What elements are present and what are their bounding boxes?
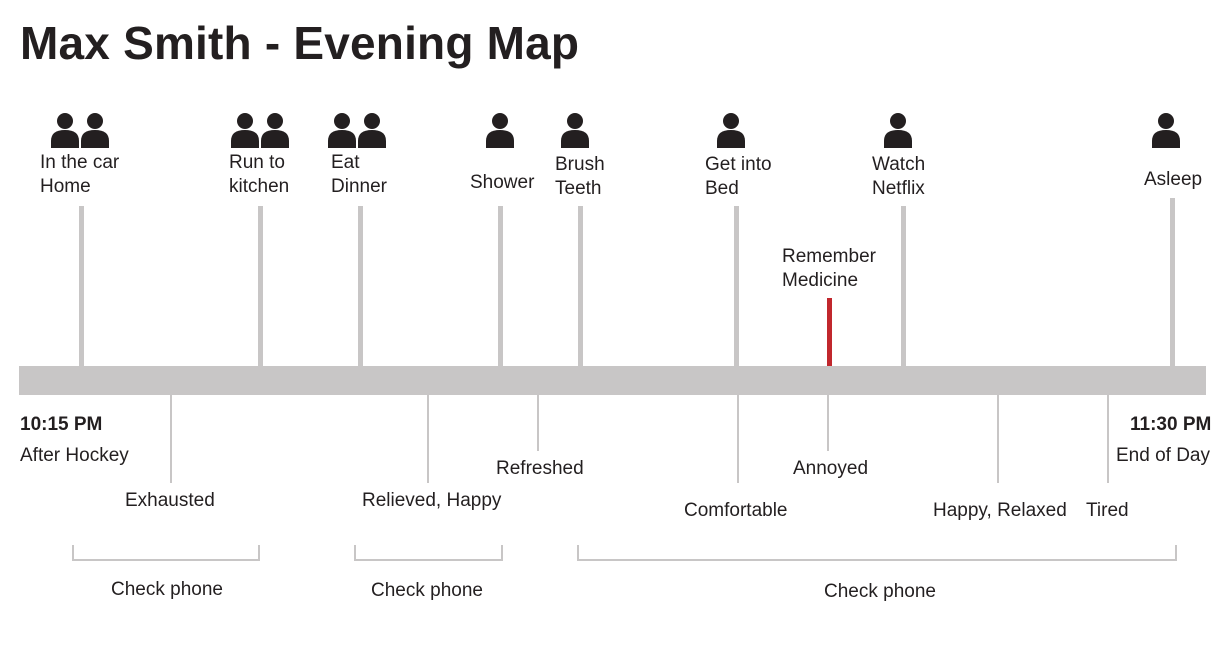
event-stem-run-kitchen [258,206,263,366]
emotion-stem-refreshed [537,395,539,451]
event-label-shower: Shower [470,172,535,193]
event-stem-remember-medicine [827,298,832,366]
emotion-label-annoyed: Annoyed [793,458,869,479]
phone-check-bracket [577,545,1177,561]
page-title: Max Smith - Evening Map [20,17,580,69]
emotion-stem-happy-relaxed [997,395,999,483]
event-stem-asleep [1170,198,1175,366]
end-caption: End of Day [1116,445,1210,466]
emotion-stem-exhausted [170,395,172,483]
start-caption: After Hockey [20,445,129,466]
start-time: 10:15 PM [20,414,103,435]
end-time: 11:30 PM [1130,414,1212,435]
emotion-stem-relieved-happy [427,395,429,483]
emotion-label-relieved-happy: Relieved, Happy [362,490,502,511]
event-label-asleep: Asleep [1144,169,1203,190]
person-icon [358,113,386,148]
event-stem-brush-teeth [578,206,583,366]
phone-check-label: Check phone [371,580,483,601]
person-icon [884,113,912,148]
phone-check-bracket [354,545,503,561]
person-icon [231,113,259,148]
emotion-label-exhausted: Exhausted [125,490,215,511]
person-icon [328,113,356,148]
event-stem-shower [498,206,503,366]
person-icon [561,113,589,148]
person-icon [81,113,109,148]
person-icon [51,113,79,148]
phone-check-bracket [72,545,260,561]
person-icon [486,113,514,148]
emotion-label-happy-relaxed: Happy, Relaxed [933,500,1067,521]
emotion-label-refreshed: Refreshed [496,458,584,479]
phone-check-label: Check phone [824,581,936,602]
event-stem-eat-dinner [358,206,363,366]
emotion-stem-annoyed [827,395,829,451]
event-stem-get-into-bed [734,206,739,366]
person-icon [717,113,745,148]
phone-check-label: Check phone [111,579,223,600]
event-stem-watch-netflix [901,206,906,366]
person-icon [1152,113,1180,148]
emotion-label-comfortable: Comfortable [684,500,788,521]
emotion-stem-tired [1107,395,1109,483]
emotion-stem-comfortable [737,395,739,483]
emotion-label-tired: Tired [1086,500,1129,521]
timeline-bar [19,366,1206,395]
person-icon [261,113,289,148]
event-stem-car-home [79,206,84,366]
